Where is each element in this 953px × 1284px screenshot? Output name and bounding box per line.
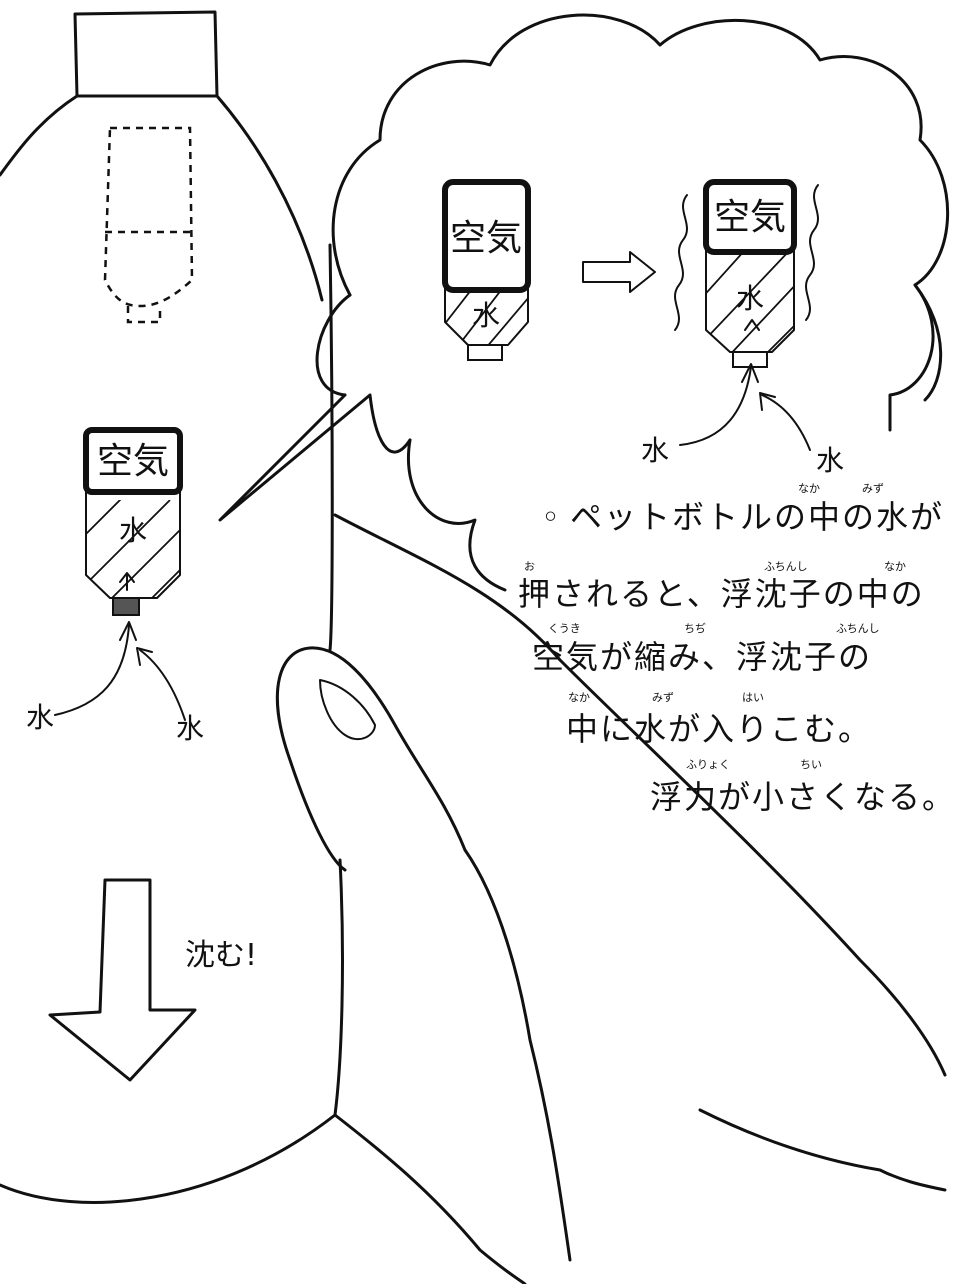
air-box (442, 179, 531, 293)
ruby-mizu: みず (862, 482, 884, 495)
bottle-shoulder (0, 94, 79, 177)
ruby-mizu: みず (652, 691, 674, 704)
thumb (333, 513, 947, 1077)
explanation-line-4: 中に水が入りこむ。 (566, 710, 872, 748)
air-box (83, 427, 183, 495)
water-label-left: 水 (641, 434, 669, 467)
explanation-line-2: 押されると、浮沈子の中の (518, 575, 925, 613)
diver-after-press: 空気 水 水 水 (641, 179, 844, 477)
pressure-wave-left (674, 194, 688, 331)
water-inflow-arrow-right (139, 649, 186, 721)
water-label-right: 水 (176, 712, 204, 745)
ruby-o: お (524, 560, 535, 573)
water-inflow-arrow-left (54, 624, 130, 716)
diver-nozzle (467, 344, 503, 361)
thought-cloud: 空気 水 空気 水 水 水 (218, 13, 949, 592)
explanation-text: ◦ なか みず ペットボトルの中の水が お ふちんし なか 押されると、浮沈子の… (518, 482, 953, 816)
ruby-furyoku: ふりょく (686, 758, 730, 771)
diver-before-press: 空気 水 (442, 179, 531, 361)
bottle-body-right-edge (328, 243, 334, 652)
air-label: 空気 (450, 218, 522, 259)
explanation-line-1: ペットボトルの中の水が (570, 498, 944, 536)
hand (275, 513, 947, 1284)
explanation-line-5: 浮力が小さくなる。 (650, 778, 953, 816)
bottle-cap (73, 10, 219, 98)
bottle: 空気 水 水 水 沈む! (0, 10, 344, 1204)
diver-sinking: 空気 水 水 水 (26, 427, 204, 745)
ruby-hai: はい (742, 691, 764, 704)
ruby-fuchinshi: ふちんし (836, 622, 880, 635)
water-label-inside: 水 (472, 299, 500, 332)
thumbnail (319, 679, 376, 741)
ruby-naka: なか (884, 560, 906, 573)
diver-floating-outline (103, 126, 194, 324)
water-inflow-arrow-right (761, 394, 811, 451)
water-label-inside: 水 (736, 282, 764, 315)
sink-label: 沈む! (185, 938, 257, 973)
water-label-left: 水 (26, 701, 54, 734)
bullet: ◦ (541, 498, 562, 536)
diver-nozzle (112, 597, 140, 616)
water-label-right: 水 (816, 444, 844, 477)
air-label: 空気 (714, 197, 786, 238)
air-box (703, 179, 797, 255)
ruby-kuuki: くうき (548, 622, 581, 635)
ruby-naka: なか (798, 482, 820, 495)
ruby-naka: なか (568, 691, 590, 704)
ruby-chii: ちい (800, 758, 822, 771)
water-inflow-arrow-left (679, 366, 752, 446)
ruby-chiji: ちぢ (684, 621, 706, 635)
pressure-wave-right (805, 184, 819, 321)
water-label-inside: 水 (119, 514, 147, 547)
explanation-line-3: 空気が縮み、浮沈子の (532, 638, 872, 676)
sink-arrow (48, 878, 197, 1082)
ruby-fuchinshi: ふちんし (764, 560, 808, 573)
bottle-bottom (0, 1113, 337, 1204)
transition-arrow (582, 251, 656, 293)
air-label: 空気 (97, 441, 169, 482)
